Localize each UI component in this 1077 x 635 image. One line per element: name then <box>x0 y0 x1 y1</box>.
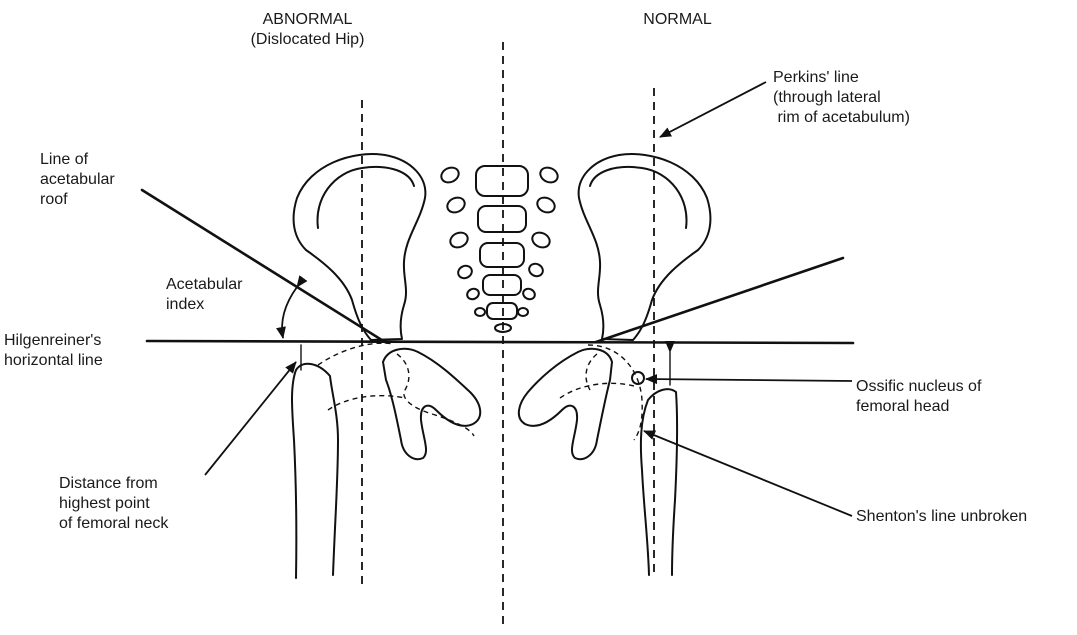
obturator-left <box>397 354 474 436</box>
ischium-pubis-left <box>383 349 480 459</box>
label-femoral-neck-distance: Distance from highest point of femoral n… <box>59 474 168 534</box>
femoral-head-right-dashed <box>588 345 642 440</box>
ilium-right-inner <box>590 167 687 228</box>
ilium-left-inner <box>317 167 414 228</box>
ischium-pubis-right <box>519 349 612 459</box>
header-abnormal: ABNORMAL (Dislocated Hip) <box>230 10 385 50</box>
acetabular-roof-line-left <box>142 190 385 342</box>
label-ossific-nucleus: Ossific nucleus of femoral head <box>856 377 981 417</box>
label-perkins-line: Perkins' line (through lateral rim of ac… <box>773 68 910 128</box>
femur-left <box>292 364 338 578</box>
hilgenreiner-horizontal-line <box>147 341 853 343</box>
femur-right <box>641 389 677 575</box>
label-acetabular-roof: Line of acetabular roof <box>40 150 115 210</box>
ilium-right <box>579 154 711 340</box>
perkins-pointer <box>660 82 766 137</box>
ilium-left <box>294 154 426 340</box>
label-shenton-line: Shenton's line unbroken <box>856 507 1027 527</box>
acetabular-index-arc <box>282 287 297 338</box>
sacrum <box>439 165 560 332</box>
header-normal: NORMAL <box>640 10 715 30</box>
distance-pointer <box>205 362 296 475</box>
acetabular-roof-line-right <box>596 258 843 342</box>
label-hilgenreiner-line: Hilgenreiner's horizontal line <box>4 331 103 371</box>
shenton-line-right-dashed <box>560 383 634 398</box>
label-acetabular-index: Acetabular index <box>166 275 243 315</box>
ossific-nucleus-pointer <box>646 379 852 381</box>
